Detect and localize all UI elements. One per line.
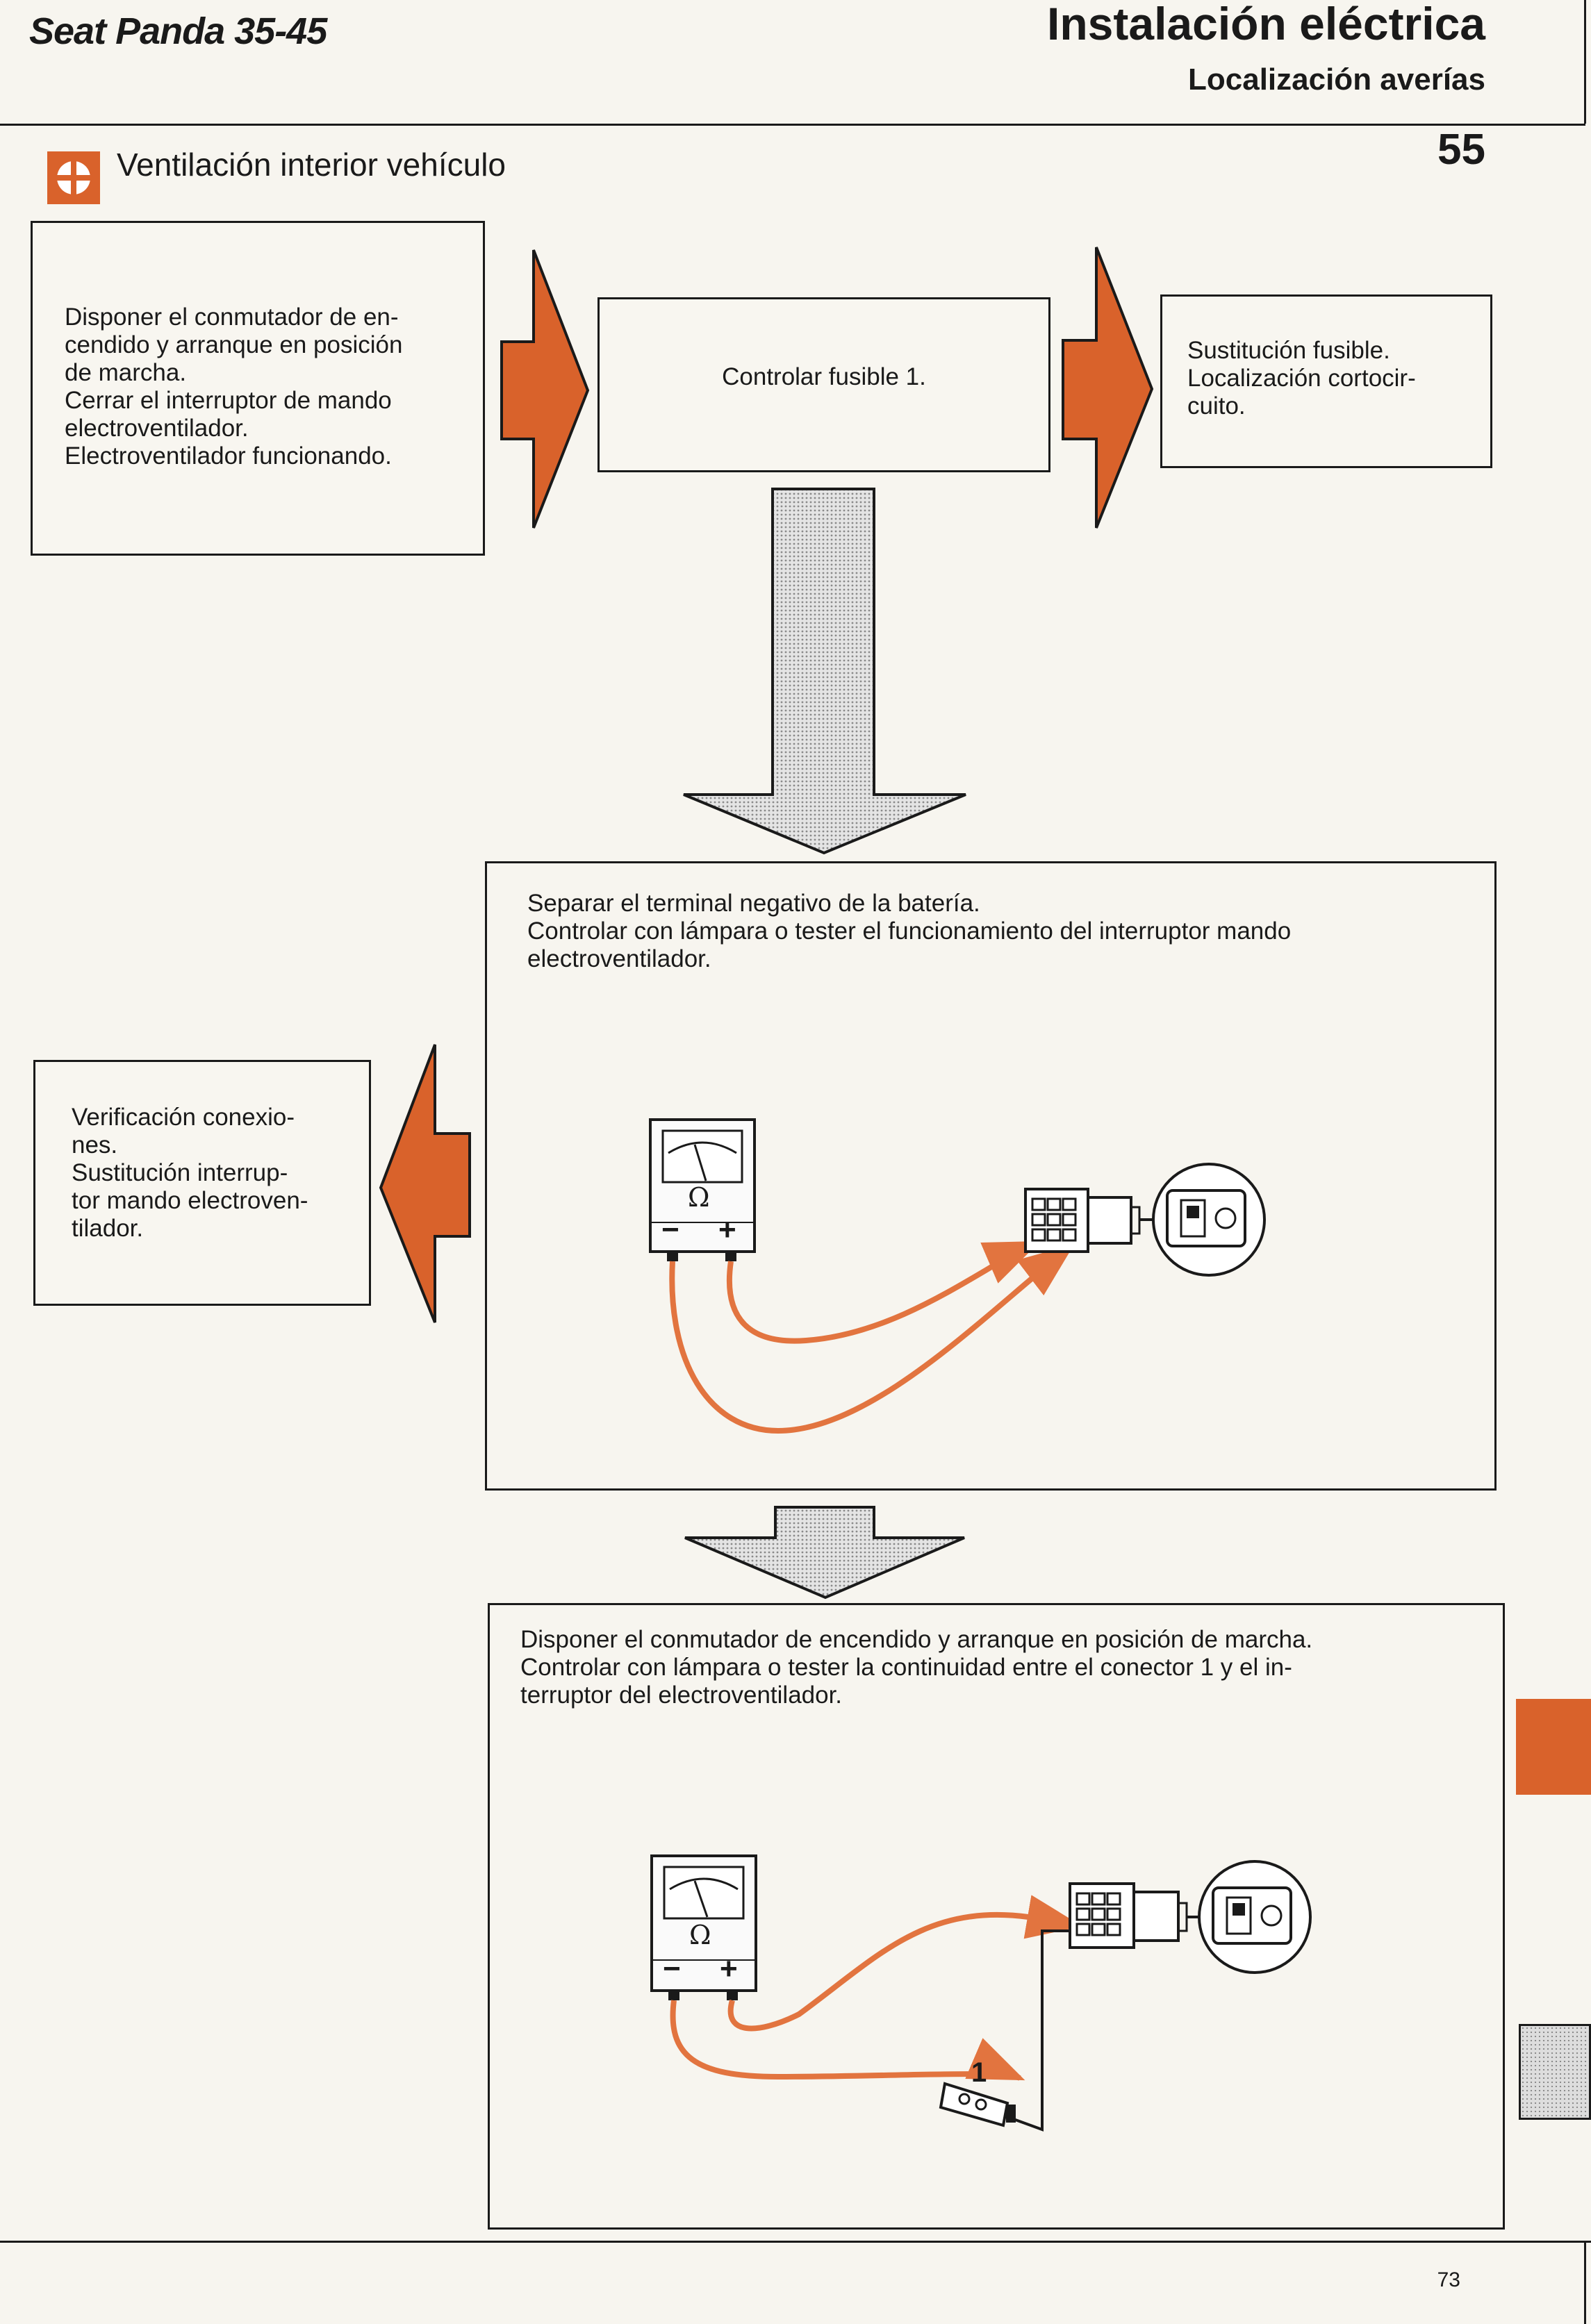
start-line-3: de marcha. xyxy=(65,359,187,386)
box-switch-failure: Verificación conexio- nes. Sustitución i… xyxy=(33,1060,371,1306)
tester2-ohm-label: Ω xyxy=(689,1920,711,1950)
chapter-tab-gray xyxy=(1519,2024,1591,2120)
switch-fail-line-3: Sustitución interrup- xyxy=(72,1159,288,1186)
fuse-fail-line-2: Localización cortocir- xyxy=(1187,365,1416,392)
continuity-line-3: terruptor del electroventilador. xyxy=(520,1682,843,1709)
box-test-continuity: Disponer el conmutador de encendido y ar… xyxy=(488,1603,1505,2230)
footer-rule xyxy=(0,2241,1591,2243)
continuity-line-2: Controlar con lámpara o tester la contin… xyxy=(520,1654,1292,1681)
test-switch-line-1: Separar el terminal negativo de la bater… xyxy=(527,890,980,917)
box-test-switch: Separar el terminal negativo de la bater… xyxy=(485,861,1497,1491)
header-vertical-rule xyxy=(1584,0,1586,124)
fuse-connector-1 xyxy=(939,2082,1016,2127)
arrow-fuse-to-fail xyxy=(1062,247,1154,529)
test-switch-line-3: electroventilador. xyxy=(527,945,711,972)
chapter-title: Instalación eléctrica xyxy=(1047,0,1485,49)
start-line-5: electroventilador. xyxy=(65,415,249,442)
tester2-plus-label: + xyxy=(720,1952,738,1986)
section-title: Ventilación interior vehículo xyxy=(117,147,506,183)
start-line-4: Cerrar el interruptor de mando xyxy=(65,387,392,414)
tester1-plus-label: + xyxy=(718,1213,736,1247)
arrow-start-to-fuse xyxy=(500,249,590,529)
test-switch-line-2: Controlar con lámpara o tester el funcio… xyxy=(527,918,1292,945)
connector-1-label: 1 xyxy=(971,2057,987,2088)
connector-diagram-1 xyxy=(1024,1163,1266,1277)
switch-fail-line-2: nes. xyxy=(72,1131,118,1159)
check-fuse-text: Controlar fusible 1. xyxy=(722,363,926,390)
tester1-ohm-label: Ω xyxy=(688,1182,710,1213)
box-check-fuse: Controlar fusible 1. xyxy=(597,297,1050,472)
start-line-6: Electroventilador funcionando. xyxy=(65,442,392,470)
switch-failure-text: Verificación conexio- nes. Sustitución i… xyxy=(72,1104,349,1243)
start-line-2: cendido y arranque en posición xyxy=(65,331,403,358)
connector-diagram-2 xyxy=(1069,1860,1312,1974)
arrow-fuse-to-test xyxy=(683,488,966,855)
header-rule xyxy=(0,124,1585,126)
tester1-minus-label: − xyxy=(661,1213,679,1247)
switch-fail-line-1: Verificación conexio- xyxy=(72,1104,295,1131)
chapter-subtitle: Localización averías xyxy=(1188,63,1485,97)
fuse-fail-line-3: cuito. xyxy=(1187,392,1246,420)
start-line-1: Disponer el conmutador de en- xyxy=(65,304,399,331)
box-fuse-failure: Sustitución fusible. Localización cortoc… xyxy=(1160,294,1492,468)
vehicle-model: Seat Panda 35-45 xyxy=(29,10,327,52)
tester2-minus-label: − xyxy=(663,1952,681,1986)
fan-logo-icon xyxy=(47,151,100,204)
fuse-failure-text: Sustitución fusible. Localización cortoc… xyxy=(1187,337,1479,420)
tester-diagram-1 xyxy=(649,1118,756,1261)
section-number: 55 xyxy=(1437,126,1485,174)
switch-fail-line-4: tor mando electroven- xyxy=(72,1187,308,1214)
switch-fail-line-5: tilador. xyxy=(72,1215,144,1242)
arrow-test-to-continuity xyxy=(684,1506,965,1600)
chapter-tab-orange xyxy=(1516,1699,1591,1795)
start-conditions-text: Disponer el conmutador de en- cendido y … xyxy=(65,304,468,470)
footer-vertical-rule xyxy=(1584,2241,1586,2324)
box-start-conditions: Disponer el conmutador de en- cendido y … xyxy=(31,221,485,556)
test-continuity-text: Disponer el conmutador de encendido y ar… xyxy=(520,1626,1479,1709)
page-number: 73 xyxy=(1437,2268,1460,2291)
tester-diagram-2 xyxy=(650,1854,757,2000)
test-switch-text: Separar el terminal negativo de la bater… xyxy=(527,890,1472,973)
continuity-line-1: Disponer el conmutador de encendido y ar… xyxy=(520,1626,1313,1653)
fuse-fail-line-1: Sustitución fusible. xyxy=(1187,337,1390,364)
arrow-test-to-fail xyxy=(379,1044,471,1323)
